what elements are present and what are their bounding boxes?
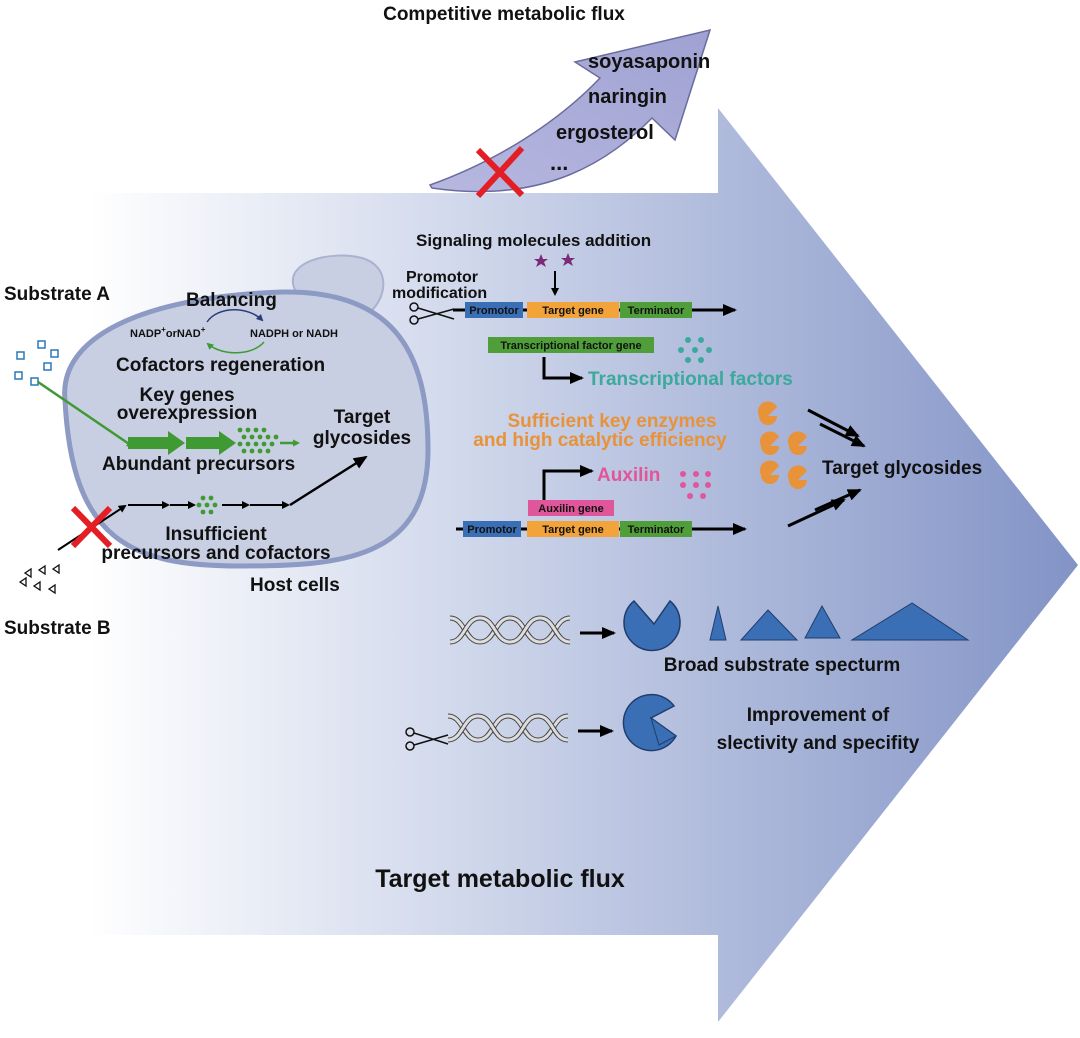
cofactor-reduced: NADPH or NADH	[250, 328, 338, 340]
arrow-to-glycosides-1	[807, 408, 860, 438]
improvement-line1: Improvement of	[747, 705, 890, 726]
promotor-box-2	[463, 521, 521, 537]
cell-target-line1: Target	[334, 407, 391, 428]
key-genes-line2: overexpression	[117, 403, 257, 424]
target-gene-box-2	[527, 521, 619, 537]
target-metabolic-flux: Target metabolic flux	[375, 865, 625, 893]
auxilin-arrow	[542, 465, 594, 500]
terminator-box-2	[620, 521, 692, 537]
balancing-arrow-bottom	[206, 341, 265, 354]
substrate-a-arrow	[37, 380, 134, 448]
abundant-dots	[237, 427, 279, 454]
scissors-icon	[409, 302, 455, 325]
host-cells-label: Host cells	[250, 575, 340, 596]
tf-arrow	[542, 357, 584, 384]
product-ellipsis: ...	[550, 150, 568, 175]
substrate-b-triangles	[18, 563, 60, 595]
balancing-label: Balancing	[186, 290, 277, 311]
green-arrow-1	[128, 431, 185, 455]
broad-substrate-label: Broad substrate specturm	[664, 655, 901, 676]
star-2	[561, 253, 575, 266]
cofactor-oxidized: NADP+orNAD+	[130, 325, 206, 340]
cofactors-regeneration: Cofactors regeneration	[116, 355, 325, 376]
insufficient-line1: Insufficient	[165, 524, 267, 545]
abundant-precursors: Abundant precursors	[102, 454, 295, 475]
terminator-label-1: Terminator	[628, 305, 685, 317]
substrate-triangle-3	[804, 604, 841, 639]
sufficient-line2: and high catalytic efficiency	[473, 430, 727, 451]
substrate-a-squares	[14, 340, 59, 386]
transcriptional-factors: Transcriptional factors	[588, 369, 793, 390]
arrow-to-glycosides-4	[787, 498, 846, 528]
scissors-icon-2	[405, 727, 449, 751]
substrate-triangle-4	[850, 602, 970, 641]
auxilin-gene-box	[528, 500, 614, 516]
dna-helix-icon-1	[449, 615, 571, 645]
key-genes-line1: Key genes	[139, 385, 234, 406]
product-soyasaponin: soyasaponin	[588, 51, 710, 73]
improvement-line2: slectivity and specifity	[717, 733, 920, 754]
competitive-title: Competitive metabolic flux	[383, 4, 625, 25]
red-x-substrate-b	[70, 505, 113, 549]
auxilin-gene-label: Auxilin gene	[538, 503, 603, 515]
tf-gene-box	[488, 337, 654, 353]
target-glycosides-label: Target glycosides	[822, 458, 982, 479]
signaling-label: Signaling molecules addition	[416, 231, 651, 250]
target-gene-box-1	[527, 302, 619, 318]
promotor-mod-line2: modification	[392, 285, 487, 302]
dna-helix-icon-2	[447, 713, 569, 743]
terminator-label-2: Terminator	[628, 524, 685, 536]
substrate-a-label: Substrate A	[4, 284, 110, 305]
product-ergosterol: ergosterol	[556, 122, 654, 144]
target-gene-label-2: Target gene	[542, 524, 604, 536]
insufficient-line2: precursors and cofactors	[101, 543, 330, 564]
promotor-label-1: Promotor	[469, 305, 519, 317]
promotor-label-2: Promotor	[467, 524, 517, 536]
enzyme-pacman-1	[623, 599, 681, 652]
promotor-mod-line1: Promotor	[406, 269, 478, 286]
green-arrow-2	[186, 431, 236, 455]
cell-target-line2: glycosides	[313, 428, 411, 449]
enzyme-icons	[757, 401, 807, 489]
substrate-triangle-2	[739, 609, 799, 641]
fitted-substrate	[650, 716, 677, 746]
star-1	[534, 254, 548, 267]
balancing-arrow-top	[206, 309, 264, 323]
terminator-box-1	[620, 302, 692, 318]
target-gene-label-1: Target gene	[542, 305, 604, 317]
arrow-to-glycosides-2	[819, 422, 866, 448]
tf-dots	[678, 337, 712, 363]
auxilin-dots	[680, 471, 711, 499]
tf-gene-label: Transcriptional factor gene	[500, 340, 641, 352]
substrate-triangle-1	[709, 605, 727, 641]
sufficient-line1: Sufficient key enzymes	[507, 411, 716, 432]
product-naringin: naringin	[588, 86, 667, 108]
red-x-competitive	[475, 145, 525, 199]
auxilin-label: Auxilin	[597, 465, 660, 486]
substrate-b-label: Substrate B	[4, 618, 111, 639]
promotor-box-1	[465, 302, 523, 318]
competitive-flux-arrow	[428, 28, 712, 193]
insufficient-dots	[196, 495, 218, 515]
